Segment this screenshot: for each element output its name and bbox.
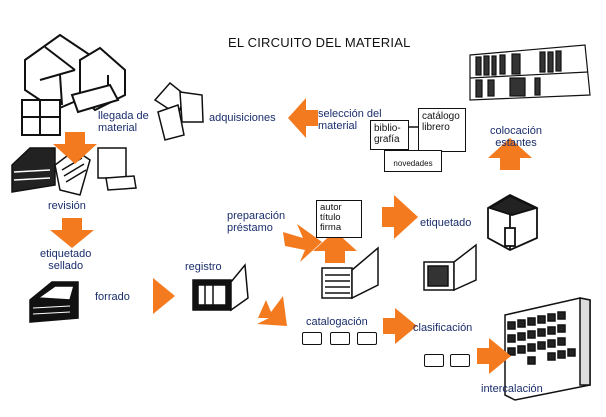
arrows [50,98,532,374]
novedades-box: novedades [384,150,442,172]
arrow-icon [283,224,322,262]
card-line: firma [320,222,342,233]
label-clasificacion: clasificación [413,322,473,334]
card-box [357,332,377,345]
papers-icon [153,81,204,141]
label-intercalacion: intercalación [481,383,543,395]
box-line: librero [422,122,450,133]
card-box [424,354,444,367]
label-colocacion: colocación estantes [490,125,542,149]
label-adquisiciones: adquisiciones [209,112,276,124]
book-stack-icon [29,281,79,323]
arrow-icon [313,231,357,263]
card-line: título [320,212,341,223]
arrow-icon [153,278,175,314]
label-line: llegada de [98,110,149,122]
label-line: etiquetado [40,248,92,260]
catalogo-librero-box: catálogo librero [418,108,466,152]
books-stack-icon [11,147,137,196]
label-etiquetado-sellado: etiquetado sellado [40,248,91,272]
arrow-icon [383,308,417,344]
label-line: preparación [227,210,286,222]
label-forrado: forrado [95,291,130,303]
card-line: autor [320,202,342,213]
label-line: préstamo [227,222,273,234]
label-etiquetado: etiquetado [420,217,472,229]
label-line: selección del [318,108,382,120]
card-box [302,332,322,345]
arrow-icon [257,296,287,326]
diagram-title: EL CIRCUITO DEL MATERIAL [228,35,411,50]
arrow-icon [53,132,97,164]
arrow-icon [488,138,532,170]
card-box [450,354,470,367]
open-book-icon [321,246,379,300]
box-line: catálogo [422,111,460,122]
label-preparacion: preparación préstamo [227,210,285,234]
label-line: colocación [490,125,542,137]
label-line: material [98,122,138,134]
catalog-card: autor título firma [316,200,362,238]
bibliografia-box: biblio- grafía [370,120,409,150]
label-seleccion: selección del material [318,108,382,132]
label-revision: revisión [48,200,86,212]
arrow-icon [477,338,511,374]
label-line: sellado [48,260,84,272]
boxes-icon [21,33,126,136]
card-box [330,332,350,345]
labeled-book-icon [487,193,539,252]
label-line: estantes [495,137,537,149]
open-book-icon [423,243,477,292]
label-llegada: llegada de material [98,110,149,134]
card-catalog-cabinet-icon [504,297,591,401]
arrow-icon [50,218,94,248]
box-line: grafía [374,134,400,145]
arrow-icon [382,195,418,239]
label-registro: registro [185,261,222,273]
box-line: biblio- [374,123,401,134]
arrow-icon [288,98,318,138]
label-catalogacion: catalogación [306,316,368,328]
register-book-icon [192,263,249,312]
bookshelf-icon [469,44,591,101]
label-line: material [318,120,358,132]
